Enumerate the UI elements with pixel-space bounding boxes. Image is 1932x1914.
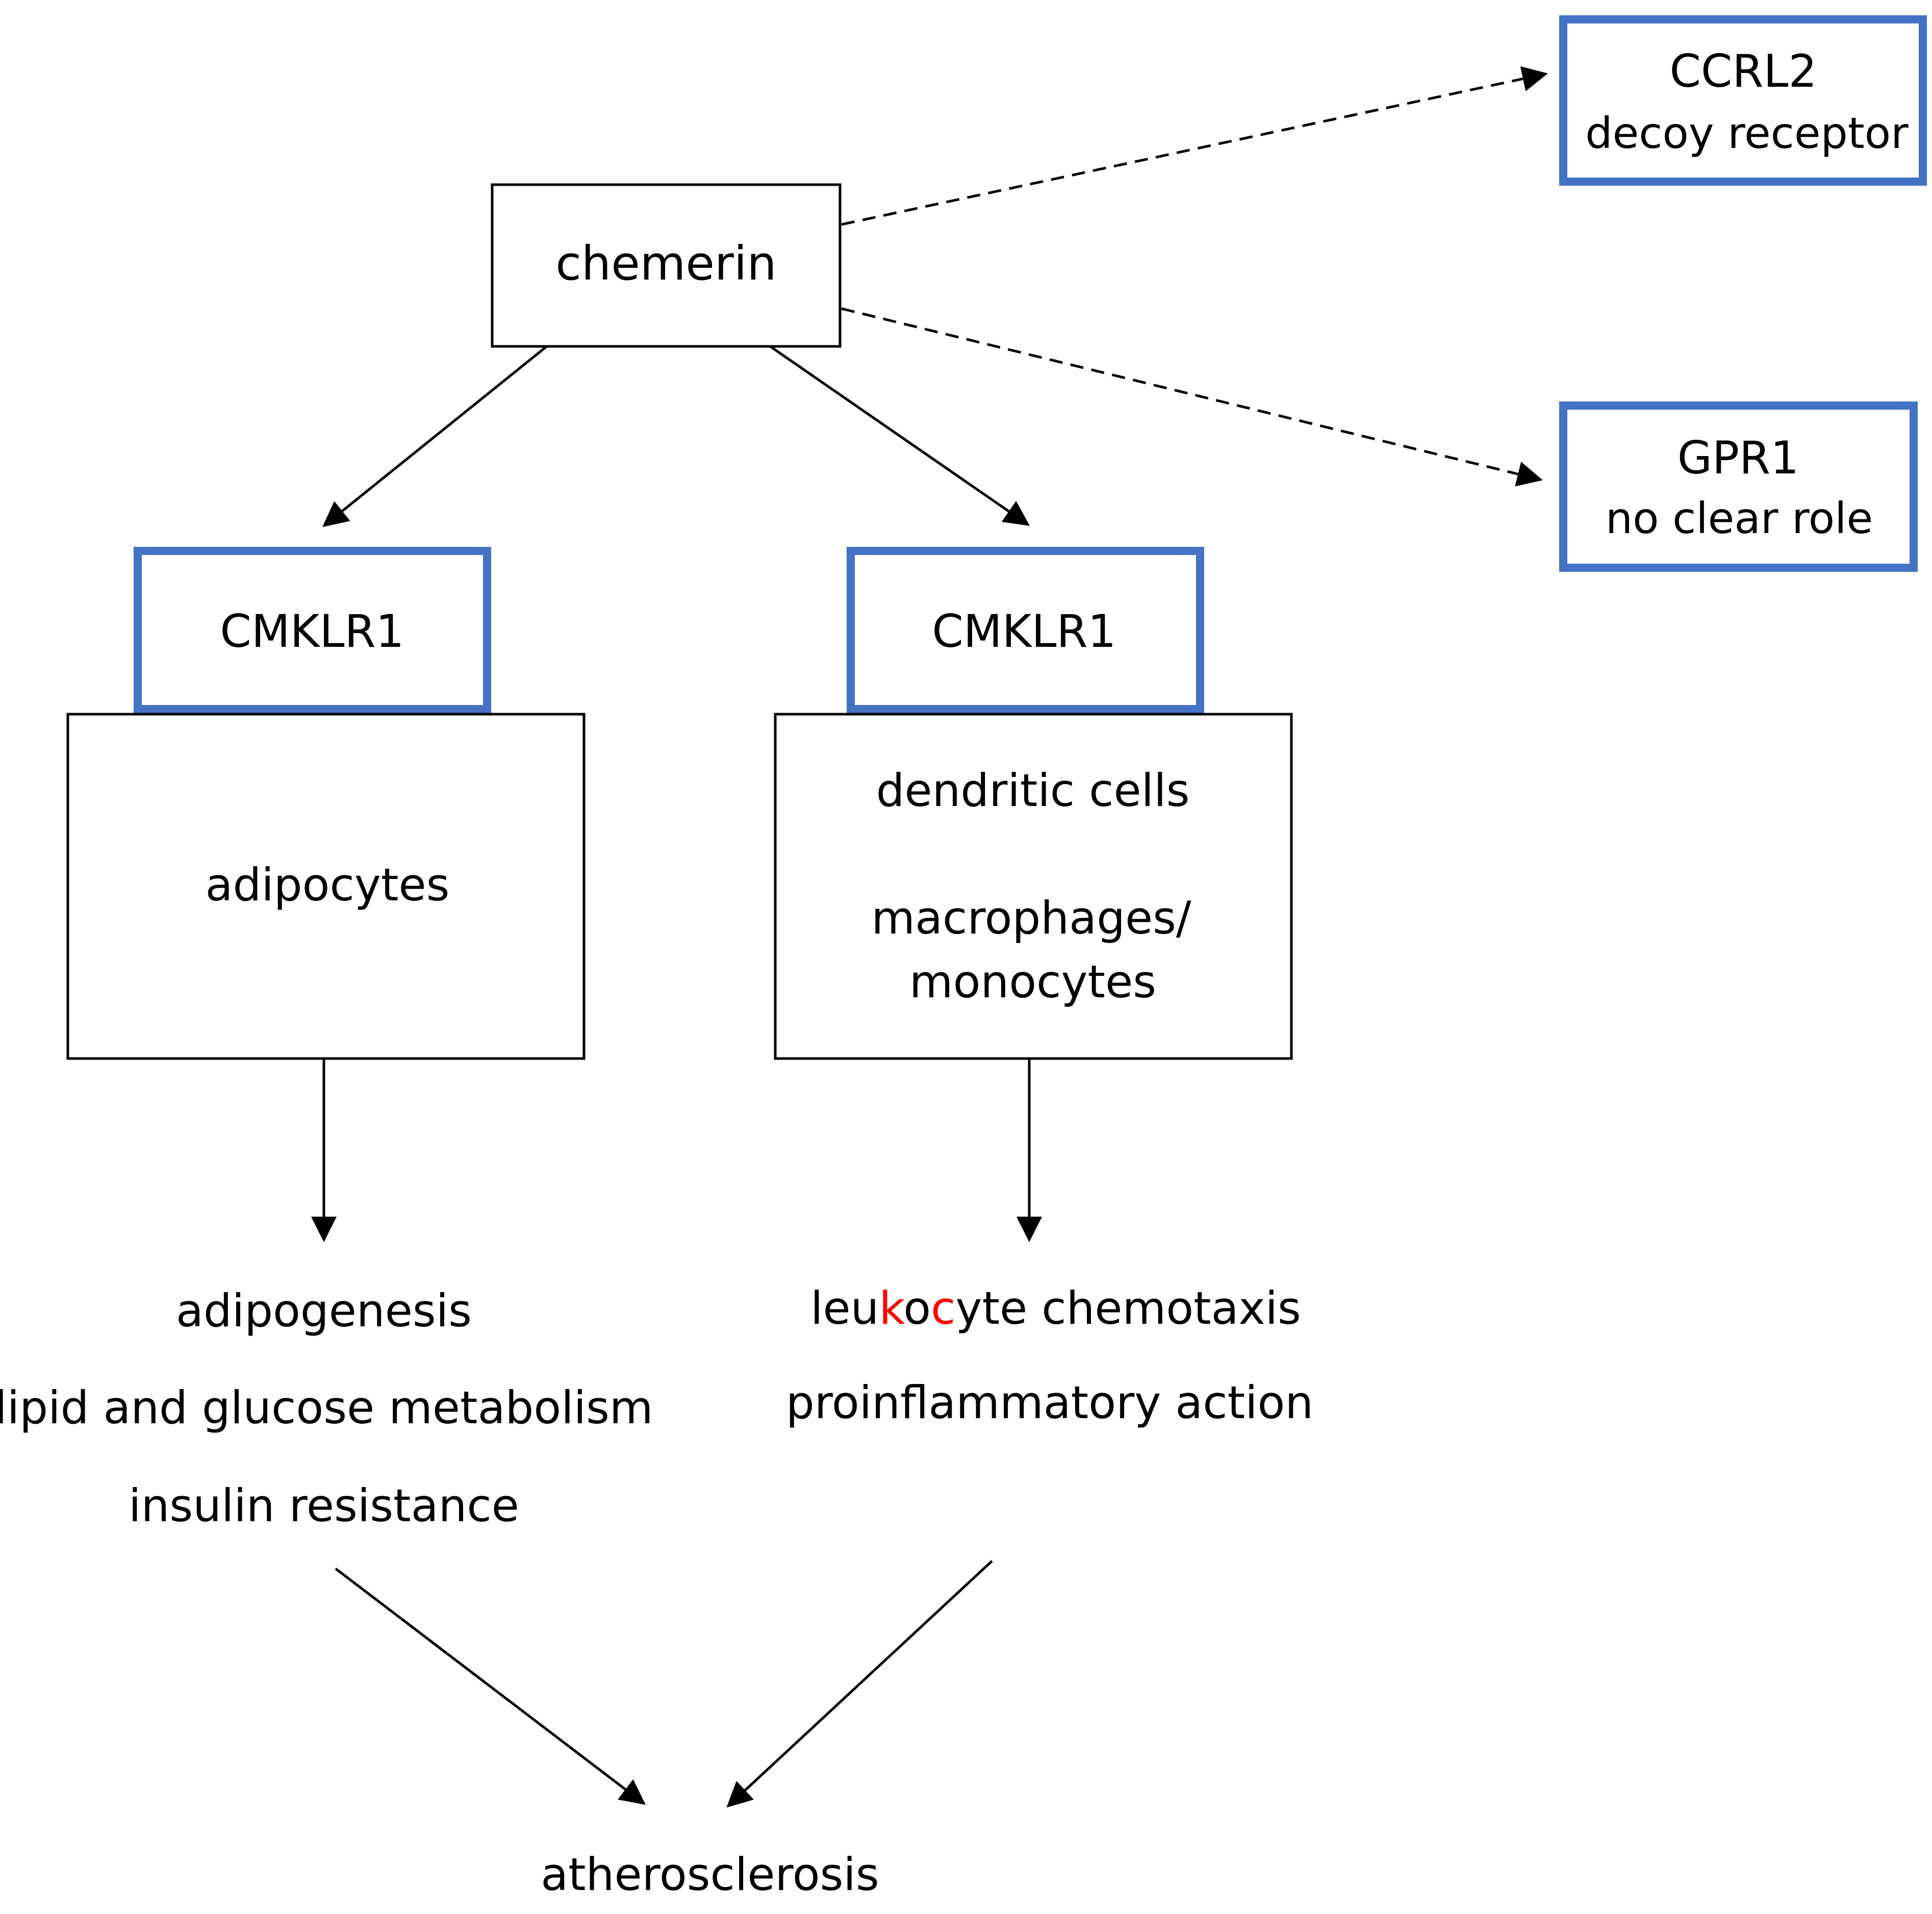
leukocyte-highlight-c: c [931, 1282, 955, 1334]
gpr1-label: GPR1 [1677, 432, 1799, 484]
effect-lipid-glucose-metabolism: lipid and glucose metabolism [0, 1381, 653, 1434]
arrow-right-effects-to-atherosclerosis [726, 1560, 993, 1808]
leukocyte-part-o: o [903, 1282, 931, 1334]
dashed-arrow-to-ccrl2 [841, 66, 1548, 226]
adipocytes-box [66, 713, 586, 1060]
gpr1-box [1559, 401, 1918, 572]
effect-insulin-resistance: insulin resistance [129, 1479, 519, 1532]
cmklr1-left-label: CMKLR1 [220, 605, 404, 658]
dendritic-cells-label: dendritic cells [876, 764, 1190, 817]
arrow-left-effects-to-atherosclerosis [335, 1568, 646, 1805]
dashed-arrow-to-gpr1 [841, 307, 1543, 487]
macrophages-label: macrophages/ [871, 892, 1191, 944]
gpr1-role: no clear role [1606, 493, 1873, 543]
ccrl2-role: decoy receptor [1585, 108, 1909, 158]
effect-leukocyte-chemotaxis: leukocyte chemotaxis [810, 1282, 1301, 1334]
ccrl2-box [1559, 15, 1927, 186]
cmklr1-right-label: CMKLR1 [932, 605, 1116, 658]
cmklr1-right-box [847, 547, 1204, 713]
immune-cells-box [774, 713, 1293, 1060]
cmklr1-left-box [134, 547, 491, 713]
outcome-atherosclerosis: atherosclerosis [541, 1848, 879, 1901]
monocytes-label: monocytes [909, 955, 1156, 1008]
chemerin-label: chemerin [555, 236, 776, 291]
arrow-chemerin-to-right-cmklr1 [769, 345, 1030, 526]
leukocyte-part-1: leu [810, 1282, 879, 1334]
leukocyte-part-rest: yte chemotaxis [956, 1282, 1301, 1334]
ccrl2-label: CCRL2 [1669, 45, 1817, 97]
effect-proinflammatory-action: proinflammatory action [786, 1376, 1313, 1429]
adipocytes-label: adipocytes [206, 859, 450, 911]
arrow-chemerin-to-left-cmklr1 [322, 345, 548, 527]
leukocyte-highlight-k: k [879, 1282, 905, 1334]
effect-adipogenesis: adipogenesis [176, 1285, 472, 1337]
chemerin-box [491, 183, 842, 348]
